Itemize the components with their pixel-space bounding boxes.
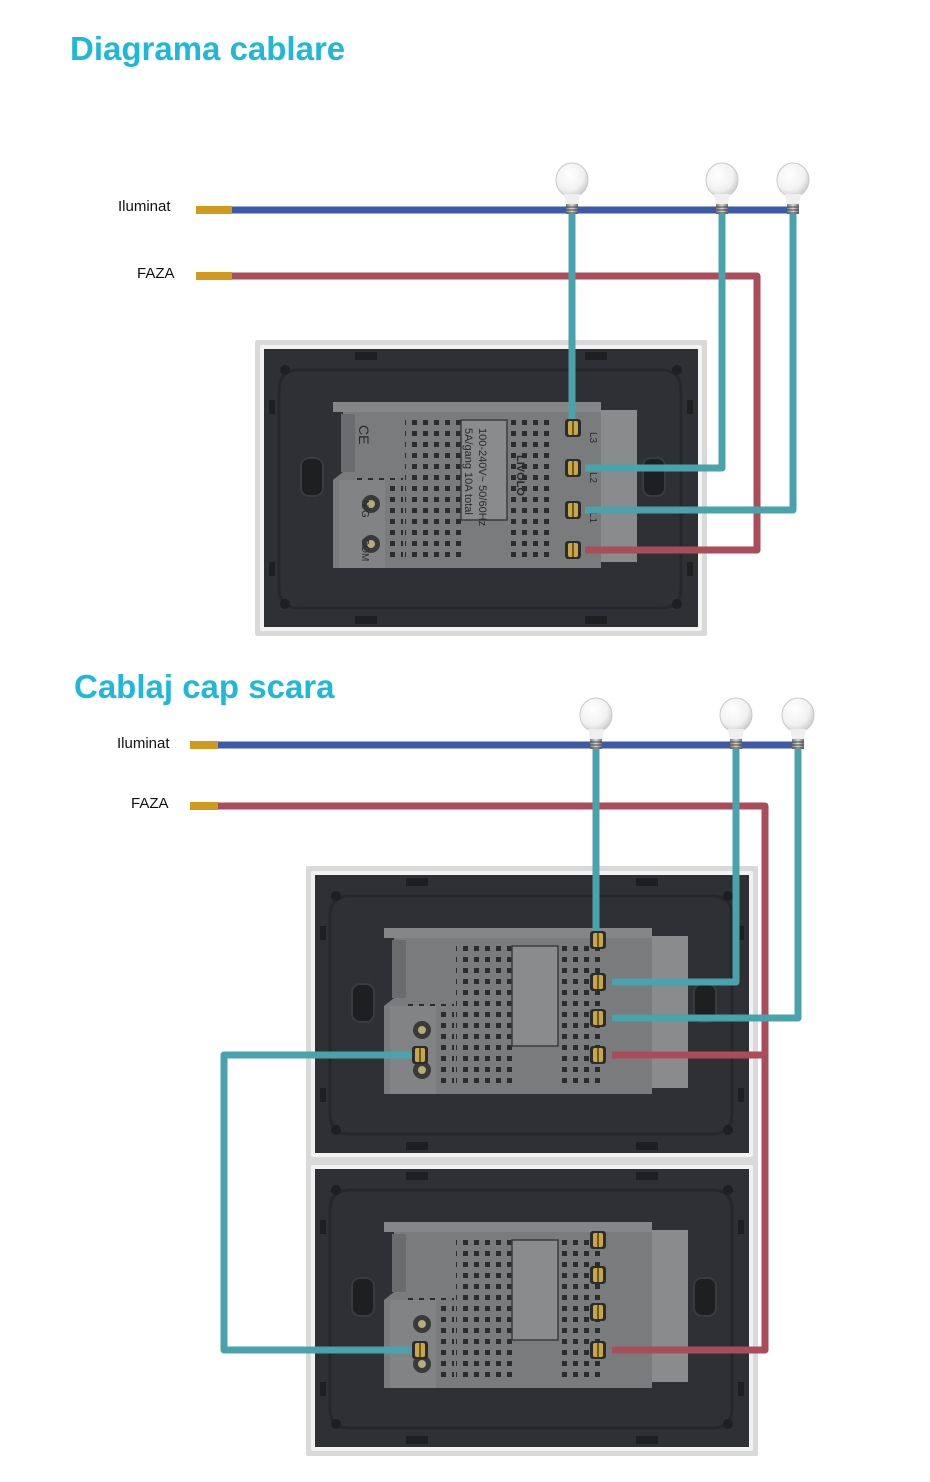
label-iluminat-1: Iluminat xyxy=(118,198,171,215)
terminal-label-l2: L2 xyxy=(587,472,598,484)
module-texts: 100-240V~ 50/60Hz 5A/gang 10A total LIVO… xyxy=(356,425,598,561)
brand-label: LIVOLO xyxy=(514,455,526,496)
load-wire-l1-2 xyxy=(612,745,802,1022)
label-faza-2: FAZA xyxy=(131,795,169,812)
rating-line-1: 100-240V~ 50/60Hz xyxy=(476,428,488,526)
section-title-two-way-wiring: Cablaj cap scara xyxy=(74,668,335,705)
bulbs-2 xyxy=(579,697,815,750)
wires-2 xyxy=(190,741,802,1354)
wire-end-iluminat-1 xyxy=(196,206,232,214)
terminal-label-l3: L3 xyxy=(587,432,598,444)
terminal-label-l1: L1 xyxy=(587,512,598,524)
wire-end-iluminat-2 xyxy=(190,741,218,749)
wire-end-faza-1 xyxy=(196,272,232,280)
bulb-icon xyxy=(705,162,739,215)
section-title-wiring-diagram: Diagrama cablare xyxy=(70,30,346,67)
ce-mark: CE xyxy=(356,425,372,444)
terminal-label-com: COM xyxy=(359,538,370,561)
switch-plate xyxy=(304,864,760,1164)
rating-line-2: 5A/gang 10A total xyxy=(462,428,474,515)
switch-assembly-1: 100-240V~ 50/60Hz 5A/gang 10A total LIVO… xyxy=(253,338,709,638)
load-wire-l1-1 xyxy=(585,210,797,514)
bulb-icon xyxy=(776,162,810,215)
bulb-icon xyxy=(719,697,753,750)
wires-1 xyxy=(196,206,797,554)
switch-assembly-2a xyxy=(304,864,760,1164)
label-iluminat-2: Iluminat xyxy=(117,735,170,752)
phase-wire-2b xyxy=(612,1055,769,1354)
bulb-icon xyxy=(781,697,815,750)
com-traveler-wire xyxy=(220,1051,420,1354)
terminal-label-ng: N/G xyxy=(359,500,370,518)
switch-assembly-2b xyxy=(304,1158,760,1458)
phase-wire-2 xyxy=(191,802,769,1059)
load-wire-l2-2 xyxy=(612,745,740,986)
switch-plate xyxy=(304,1158,760,1458)
wire-end-faza-2 xyxy=(190,802,218,810)
load-wire-l2-1 xyxy=(585,210,726,472)
bulb-icon xyxy=(555,162,589,215)
phase-wire-1 xyxy=(197,272,761,554)
bulbs-1 xyxy=(555,162,810,215)
label-faza-1: FAZA xyxy=(137,265,175,282)
bulb-icon xyxy=(579,697,613,750)
